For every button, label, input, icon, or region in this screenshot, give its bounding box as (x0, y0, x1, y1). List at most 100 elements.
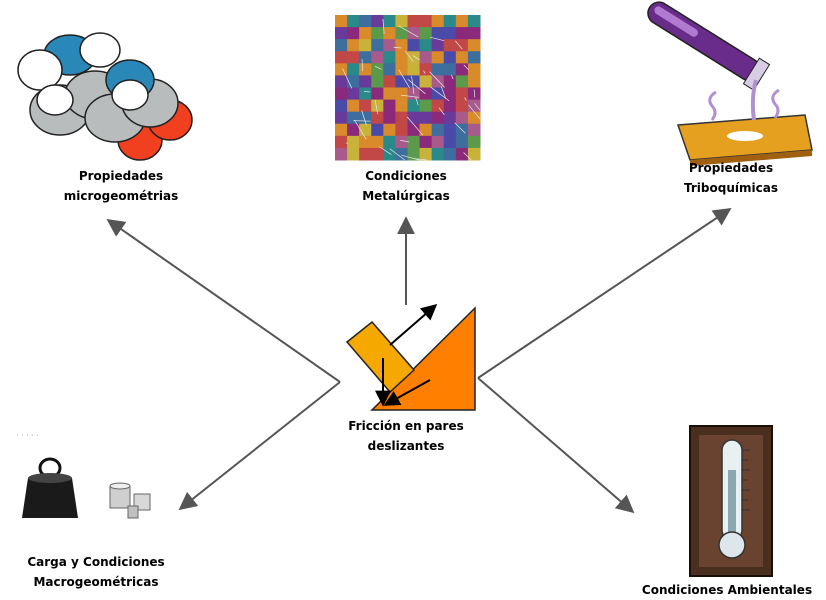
grain-cell (383, 88, 396, 101)
grain-cell (420, 136, 433, 149)
grain-cell (468, 15, 481, 28)
grain-cell (335, 75, 348, 88)
grain-cell (444, 124, 457, 137)
grain-cell (444, 136, 457, 149)
grain-cell (335, 148, 348, 161)
grain-cell (359, 124, 372, 137)
molecule-icon (18, 33, 192, 160)
grain-cell (468, 136, 481, 149)
grain-cell (371, 100, 384, 113)
grain-cell (456, 27, 469, 40)
grain-cell (456, 75, 469, 88)
arrow-to-tribo (478, 209, 730, 378)
arrow-to-micro (108, 220, 340, 382)
grain-cell (359, 75, 372, 88)
connector-arrows (108, 209, 730, 512)
grain-cell (468, 112, 481, 125)
grain-cell (371, 75, 384, 88)
grain-cell (335, 136, 348, 149)
grain-cell (468, 39, 481, 52)
grain-cell (335, 27, 348, 40)
grain-cell (420, 124, 433, 137)
test-tube-icon (642, 0, 812, 166)
grain-cell (359, 15, 372, 28)
grain-cell (444, 100, 457, 113)
grain-cell (335, 100, 348, 113)
grain-cell (468, 51, 481, 64)
grain-cell (444, 75, 457, 88)
grain-cell (359, 100, 372, 113)
grain-cell (456, 136, 469, 149)
grain-cell (383, 63, 396, 76)
grain-cell (383, 136, 396, 149)
grain-cell (383, 75, 396, 88)
grain-cell (371, 51, 384, 64)
grain-cell (371, 63, 384, 76)
grain-cell (408, 27, 421, 40)
grain-cell (383, 124, 396, 137)
grain-cell (420, 39, 433, 52)
grain-cell (371, 88, 384, 101)
grain-cell (408, 75, 421, 88)
grain-cell (468, 124, 481, 137)
grain-cell (444, 15, 457, 28)
grain-cell (347, 148, 360, 161)
grain-cell (395, 136, 408, 149)
grain-cell (420, 148, 433, 161)
grain-cell (335, 15, 348, 28)
grain-cell (456, 112, 469, 125)
grain-cell (456, 148, 469, 161)
grain-cell (347, 63, 360, 76)
grain-cell (444, 63, 457, 76)
grain-cell (444, 51, 457, 64)
grain-cell (420, 51, 433, 64)
grain-cell (468, 27, 481, 40)
grain-cell (420, 27, 433, 40)
grain-cell (444, 148, 457, 161)
grain-cell (335, 51, 348, 64)
grain-cell (359, 63, 372, 76)
grain-cell (420, 112, 433, 125)
grain-cell (371, 124, 384, 137)
grain-cell (395, 39, 408, 52)
grain-cell (468, 75, 481, 88)
grain-cell (383, 15, 396, 28)
grain-cell (359, 27, 372, 40)
grain-cell (408, 112, 421, 125)
grain-cell (420, 88, 433, 101)
grain-cell (432, 148, 445, 161)
grain-cell (371, 148, 384, 161)
grain-cell (359, 39, 372, 52)
grain-cell (468, 63, 481, 76)
arrow-to-ambient (478, 378, 633, 512)
grain-cell (395, 15, 408, 28)
grain-cell (432, 15, 445, 28)
grain-cell (420, 15, 433, 28)
grain-cell (359, 51, 372, 64)
grain-cell (456, 51, 469, 64)
grain-cell (444, 39, 457, 52)
grain-cell (347, 136, 360, 149)
grain-cell (456, 39, 469, 52)
grain-cell (456, 15, 469, 28)
grain-cell (395, 51, 408, 64)
grain-cell (383, 148, 396, 161)
grain-cell (456, 100, 469, 113)
grain-cell (347, 39, 360, 52)
grain-cell (432, 136, 445, 149)
grain-cell (383, 112, 396, 125)
grain-cell (468, 100, 481, 113)
weights-icon: · · · · · (16, 431, 150, 518)
metal-grain-icon (335, 15, 481, 161)
grain-cell (347, 112, 360, 125)
grain-cell (359, 148, 372, 161)
grain-cell (383, 27, 396, 40)
grain-cell (432, 51, 445, 64)
grain-cell (395, 124, 408, 137)
grain-cell (408, 15, 421, 28)
grain-cell (408, 100, 421, 113)
